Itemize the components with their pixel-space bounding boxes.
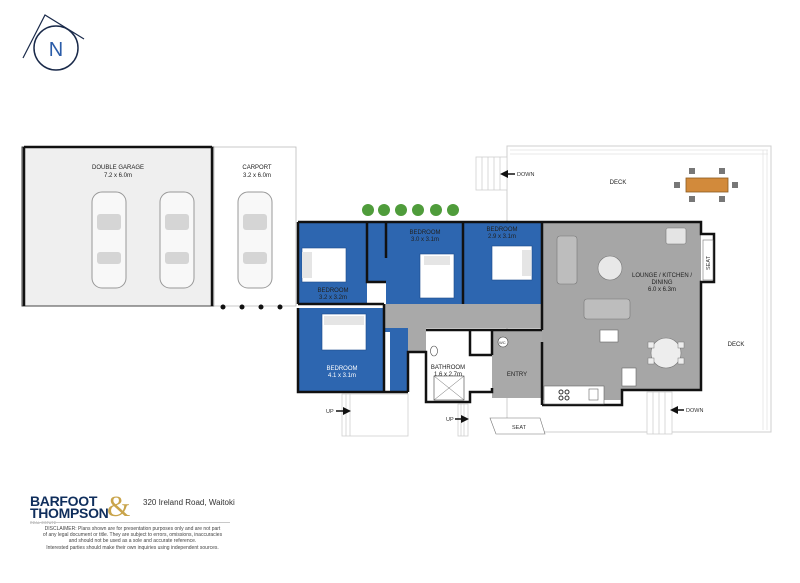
wc-label: WC (499, 340, 506, 345)
deck-stairs-right (646, 391, 673, 435)
closet (367, 222, 386, 282)
entry-label: ENTRY (507, 372, 527, 378)
bathroom-size: 1.6 x 2.7m (434, 372, 462, 378)
bedroom-4-label: BEDROOM (326, 366, 357, 372)
footer-divider (30, 522, 230, 523)
bathroom-label: BATHROOM (431, 365, 465, 371)
lounge-size: 6.0 x 6.3m (648, 287, 676, 293)
coffee-table-icon (597, 255, 623, 281)
down-top-label: DOWN (517, 172, 534, 178)
car-icon (91, 191, 127, 289)
disclaimer-line: DISCLAIMER: Plans shown are for presenta… (44, 526, 221, 532)
property-address: 320 Ireland Road, Waitoki (143, 498, 235, 507)
washing-machine-icon (497, 336, 509, 348)
house-floor: WC BEDROOM 3.2 x 3.2m BEDROOM 3.0 x 3.1m… (296, 220, 716, 407)
bed-icon (301, 247, 347, 283)
arrow-left-icon (670, 406, 684, 414)
bedroom-3-label: BEDROOM (486, 227, 517, 233)
arrow-right-icon (336, 407, 351, 415)
brand-logo: BARFOOT THOMPSON REAL ESTATE & (30, 490, 140, 526)
carport: CARPORT 3.2 x 6.0m (213, 146, 297, 307)
disclaimer-line: of any legal document or title. They are… (42, 532, 223, 539)
arrow-left-icon (500, 170, 515, 178)
bed-icon (321, 313, 367, 351)
closet (390, 332, 408, 392)
bedroom-2-label: BEDROOM (409, 230, 440, 236)
arrow-right-icon (455, 415, 469, 423)
disclaimer: DISCLAIMER: Plans shown are for presenta… (30, 526, 235, 551)
dining-table-icon (647, 337, 685, 369)
bed-icon (419, 253, 455, 299)
garage: DOUBLE GARAGE 7.2 x 6.0m (21, 145, 215, 307)
up-left-label: UP (326, 409, 334, 415)
toilet-icon (430, 345, 438, 357)
down-right-label: DOWN (686, 408, 703, 414)
brand-tagline: REAL ESTATE (30, 521, 57, 525)
shrubs (362, 204, 459, 216)
bedroom-4-size: 4.1 x 3.1m (328, 373, 356, 379)
up-mid-label: UP (446, 417, 454, 423)
carport-label: CARPORT (242, 165, 272, 171)
brand-line-1: BARFOOT (30, 493, 98, 509)
north-compass-icon: N (22, 14, 85, 71)
sofa-icon (556, 235, 578, 285)
bedroom-3-size: 2.9 x 3.1m (488, 234, 516, 240)
seat-bottom-label: SEAT (512, 425, 527, 431)
sofa-icon (583, 298, 631, 320)
bed-icon (491, 245, 533, 281)
disclaimer-line: and should not be used as a sole and acc… (68, 538, 197, 545)
car-icon (237, 191, 273, 289)
brand-line-2: THOMPSON (30, 505, 109, 521)
brand-ampersand: & (107, 490, 131, 523)
garage-label: DOUBLE GARAGE (92, 165, 144, 171)
bench-seat (489, 417, 546, 435)
laundry (470, 330, 492, 354)
garage-size: 7.2 x 6.0m (104, 173, 132, 179)
deck-top-label: DECK (610, 180, 627, 186)
disclaimer-line: Interested parties should make their own… (46, 544, 219, 551)
carport-size: 3.2 x 6.0m (243, 173, 271, 179)
bedroom-1-label: BEDROOM (317, 288, 348, 294)
lounge-label-line1: LOUNGE / KITCHEN / (632, 273, 692, 279)
lounge-label-line2: DINING (652, 280, 673, 286)
bedroom-1-size: 3.2 x 3.2m (319, 295, 347, 301)
window-seat: SEAT (702, 239, 714, 281)
armchair-icon (665, 227, 687, 245)
front-landings: UP UP SEAT (326, 393, 546, 437)
deck-right-label: DECK (728, 342, 745, 348)
hallway (384, 304, 544, 328)
bedroom-2-size: 3.0 x 3.1m (411, 237, 439, 243)
compass-letter: N (49, 39, 63, 61)
dots (220, 304, 283, 310)
shower-icon (433, 375, 465, 401)
seat-right-label: SEAT (706, 255, 712, 270)
kitchen-counter (543, 329, 637, 405)
car-icon (159, 191, 195, 289)
hallway (408, 328, 426, 352)
outdoor-dining-table-icon (674, 168, 738, 202)
